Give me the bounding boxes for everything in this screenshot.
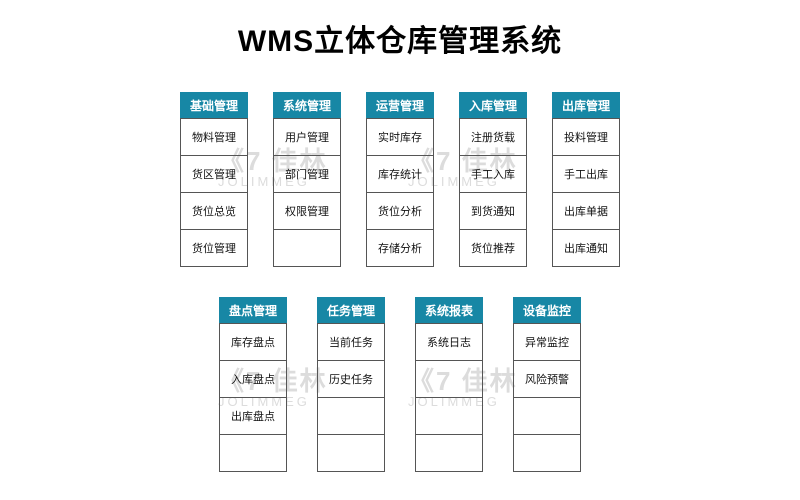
module-item-empty — [415, 434, 483, 472]
module-header: 出库管理 — [552, 92, 620, 119]
module-item-empty — [273, 229, 341, 267]
module-header: 系统管理 — [273, 92, 341, 119]
module-item: 历史任务 — [317, 360, 385, 398]
module-item: 库存盘点 — [219, 323, 287, 361]
module-column: 系统报表系统日志 — [415, 297, 483, 472]
module-column: 出库管理投料管理手工出库出库单据出库通知 — [552, 92, 620, 267]
module-item: 物料管理 — [180, 118, 248, 156]
page-title: WMS立体仓库管理系统 — [237, 25, 563, 58]
module-header: 设备监控 — [513, 297, 581, 324]
module-column: 盘点管理库存盘点入库盘点出库盘点 — [219, 297, 287, 472]
module-item: 库存统计 — [366, 155, 434, 193]
module-column: 系统管理用户管理部门管理权限管理 — [273, 92, 341, 267]
module-item: 手工入库 — [459, 155, 527, 193]
module-header: 入库管理 — [459, 92, 527, 119]
module-item-empty — [415, 360, 483, 398]
module-item: 到货通知 — [459, 192, 527, 230]
module-header: 盘点管理 — [219, 297, 287, 324]
module-item: 实时库存 — [366, 118, 434, 156]
module-item-empty — [317, 434, 385, 472]
module-item: 手工出库 — [552, 155, 620, 193]
module-item: 出库盘点 — [219, 397, 287, 435]
module-item: 入库盘点 — [219, 360, 287, 398]
module-item: 出库单据 — [552, 192, 620, 230]
module-item: 货位推荐 — [459, 229, 527, 267]
module-item-empty — [513, 434, 581, 472]
module-column: 基础管理物料管理货区管理货位总览货位管理 — [180, 92, 248, 267]
module-row-1: 基础管理物料管理货区管理货位总览货位管理系统管理用户管理部门管理权限管理运营管理… — [0, 92, 800, 267]
module-item: 投料管理 — [552, 118, 620, 156]
module-item-empty — [317, 397, 385, 435]
module-item: 出库通知 — [552, 229, 620, 267]
module-header: 任务管理 — [317, 297, 385, 324]
module-item: 货位总览 — [180, 192, 248, 230]
module-header: 基础管理 — [180, 92, 248, 119]
module-item: 用户管理 — [273, 118, 341, 156]
module-item-empty — [513, 397, 581, 435]
module-item-empty — [219, 434, 287, 472]
module-header: 运营管理 — [366, 92, 434, 119]
module-item: 异常监控 — [513, 323, 581, 361]
module-column: 入库管理注册货载手工入库到货通知货位推荐 — [459, 92, 527, 267]
module-header: 系统报表 — [415, 297, 483, 324]
module-item: 货位管理 — [180, 229, 248, 267]
module-column: 任务管理当前任务历史任务 — [317, 297, 385, 472]
module-item: 注册货载 — [459, 118, 527, 156]
module-item: 货区管理 — [180, 155, 248, 193]
module-item-empty — [415, 397, 483, 435]
module-item: 存储分析 — [366, 229, 434, 267]
module-item: 权限管理 — [273, 192, 341, 230]
module-column: 运营管理实时库存库存统计货位分析存储分析 — [366, 92, 434, 267]
module-item: 货位分析 — [366, 192, 434, 230]
module-item: 系统日志 — [415, 323, 483, 361]
module-item: 风险预警 — [513, 360, 581, 398]
module-row-2: 盘点管理库存盘点入库盘点出库盘点任务管理当前任务历史任务系统报表系统日志设备监控… — [0, 297, 800, 472]
module-item: 当前任务 — [317, 323, 385, 361]
module-column: 设备监控异常监控风险预警 — [513, 297, 581, 472]
module-item: 部门管理 — [273, 155, 341, 193]
